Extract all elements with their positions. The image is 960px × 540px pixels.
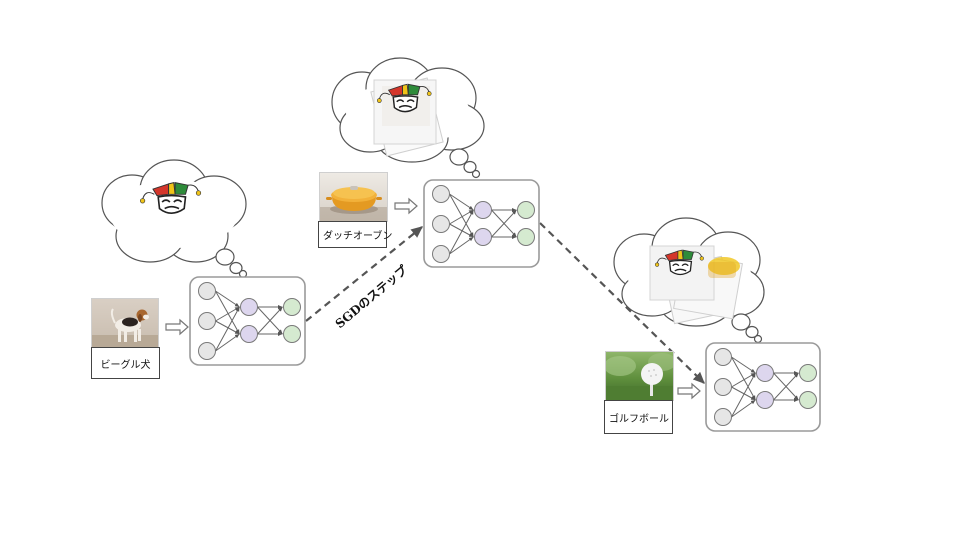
- network-edge: [731, 372, 756, 418]
- network-edge: [731, 356, 756, 374]
- hidden-node: [240, 325, 258, 343]
- network-box: [423, 179, 540, 268]
- network-edge: [215, 290, 240, 335]
- hidden-node: [240, 298, 258, 316]
- network-edge: [773, 372, 799, 401]
- network-edge: [731, 386, 756, 401]
- input-node: [714, 408, 732, 426]
- output-node: [283, 298, 301, 316]
- output-node: [517, 201, 535, 219]
- neural-network-1: [189, 276, 306, 366]
- thought-images-stack-3: [649, 245, 743, 325]
- network-edge: [491, 209, 517, 238]
- input-arrow-1: [165, 318, 189, 336]
- golf-ball-label-text: ゴルフボール: [609, 413, 669, 425]
- golf-ball-photo: [605, 351, 674, 401]
- hidden-node: [474, 228, 492, 246]
- input-node: [198, 342, 216, 360]
- network-edge: [731, 399, 756, 418]
- dutch-oven-label-text: ダッチオーブン: [323, 231, 393, 242]
- network-edge: [449, 209, 474, 255]
- hidden-node: [756, 364, 774, 382]
- output-node: [799, 391, 817, 409]
- network-edge: [215, 306, 240, 352]
- input-node: [198, 282, 216, 300]
- output-node: [283, 325, 301, 343]
- network-edge: [215, 290, 240, 308]
- input-node: [198, 312, 216, 330]
- golf-ball-label: ゴルフボール: [604, 400, 673, 434]
- thought-images-stack-2: [370, 77, 444, 157]
- network-edge: [731, 356, 756, 401]
- input-node: [714, 378, 732, 396]
- network-edge: [449, 193, 474, 238]
- sgd-step-arrow-2: [539, 222, 705, 384]
- input-node: [714, 348, 732, 366]
- network-edge: [731, 372, 756, 388]
- network-box: [705, 342, 821, 432]
- input-node: [432, 185, 450, 203]
- input-arrow-3: [677, 382, 701, 400]
- network-edge: [449, 236, 474, 255]
- sgd-step-arrow-1: [305, 226, 424, 322]
- neural-network-3: [705, 342, 821, 432]
- beagle-dog-label-text: ビーグル犬: [100, 359, 151, 371]
- beagle-dog-photo: [91, 298, 159, 348]
- output-node: [799, 364, 817, 382]
- network-edge: [215, 333, 240, 352]
- network-edge: [215, 306, 240, 322]
- network-box: [189, 276, 306, 366]
- neural-network-2: [423, 179, 540, 268]
- thought-cloud-1: [101, 159, 248, 279]
- dutch-oven-label: ダッチオーブン: [318, 221, 392, 248]
- dutch-oven-photo: [319, 172, 388, 222]
- network-edge: [215, 320, 240, 335]
- sgd-step-label: SGDのステップ: [332, 261, 411, 331]
- input-node: [432, 215, 450, 233]
- hidden-node: [474, 201, 492, 219]
- network-edge: [449, 223, 474, 238]
- network-edge: [449, 209, 474, 225]
- input-node: [432, 245, 450, 263]
- input-arrow-2: [394, 197, 418, 215]
- hidden-node: [756, 391, 774, 409]
- network-edge: [449, 193, 474, 211]
- beagle-dog-label: ビーグル犬: [91, 347, 160, 379]
- output-node: [517, 228, 535, 246]
- network-edge: [257, 306, 283, 335]
